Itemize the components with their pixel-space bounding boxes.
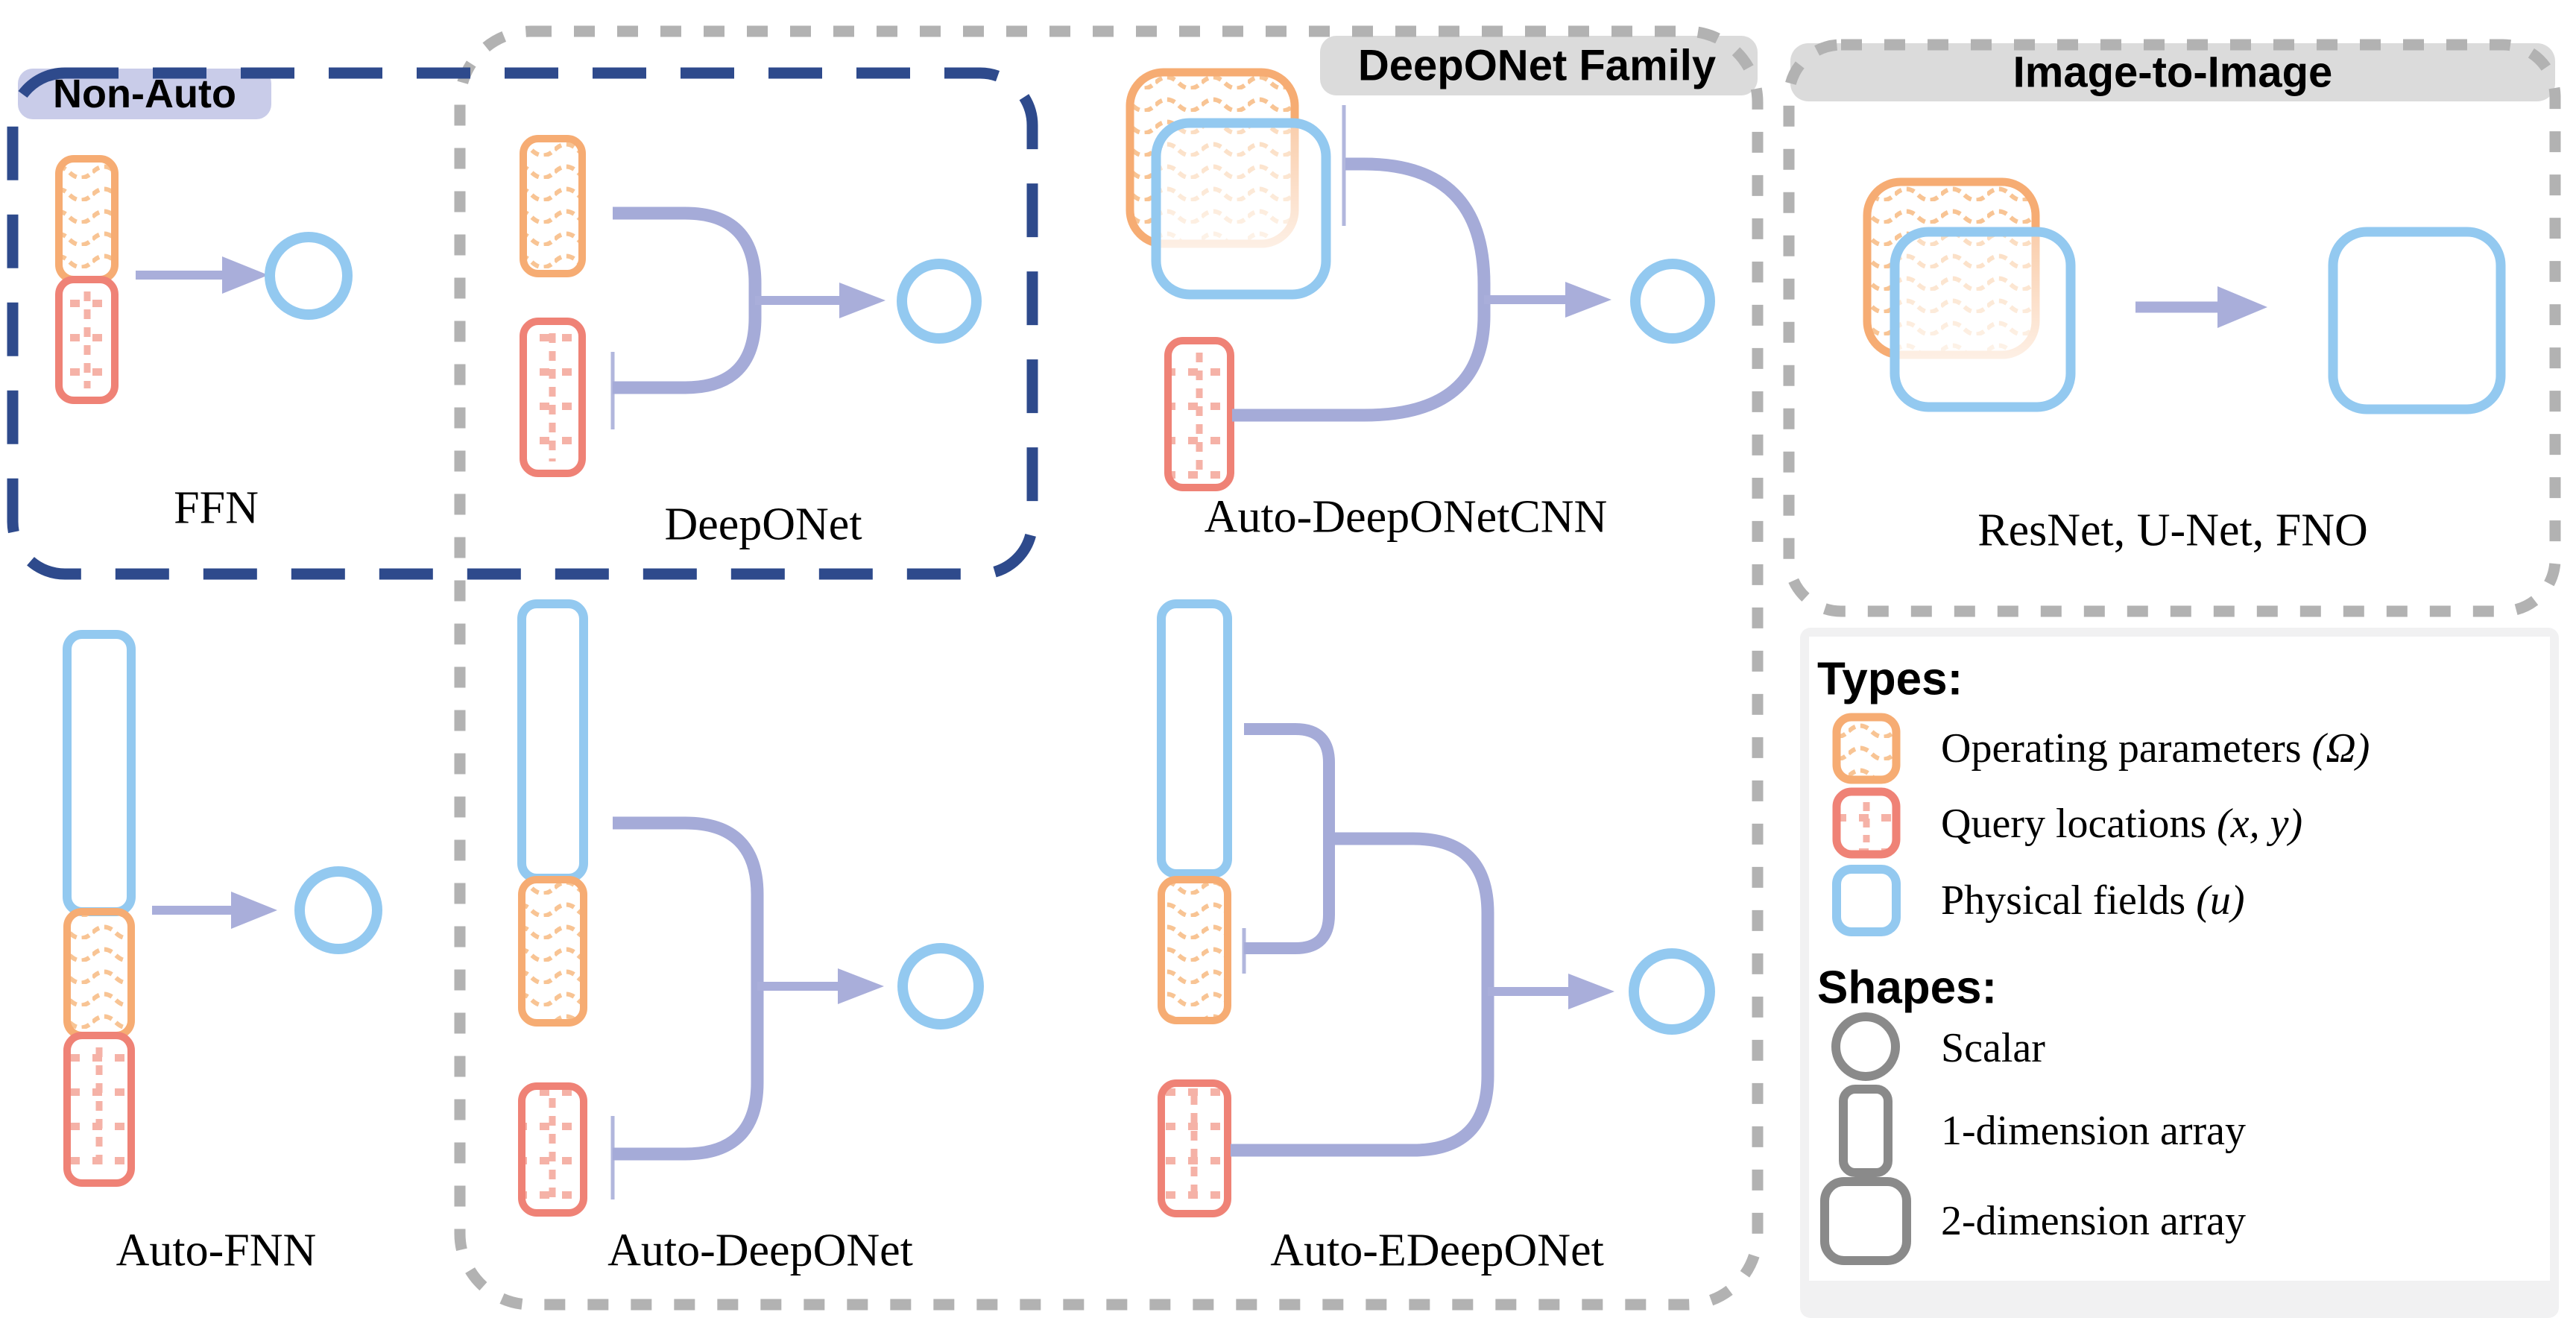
legend-physical-fields-symbol: (u) bbox=[2196, 877, 2245, 924]
image-to-image-label: Image-to-Image bbox=[2012, 48, 2333, 97]
auto-deeponet-physical-fields-rect bbox=[517, 599, 588, 883]
i2i-output-physical-fields-square bbox=[2328, 227, 2506, 414]
resnet-unet-fno-label: ResNet, U-Net, FNO bbox=[1977, 505, 2368, 556]
legend-scalar-label: Scalar bbox=[1941, 1025, 2045, 1071]
cnn-merge-top bbox=[1345, 157, 1491, 300]
i2i-input-physical-fields-square bbox=[1890, 227, 2076, 412]
deeponet-family-box bbox=[454, 25, 1764, 1311]
ffn-query-locations-rect bbox=[55, 276, 119, 404]
auto-deeponet-panel bbox=[517, 599, 984, 1217]
auto-deeponetcnn-panel bbox=[1126, 68, 1715, 491]
legend-query-locations-label: Query locations (x, y) bbox=[1941, 800, 2302, 848]
deeponet-family-label: DeepONet Family bbox=[1357, 41, 1717, 90]
legend-operating-parameters-label: Operating parameters (Ω) bbox=[1941, 725, 2370, 772]
cnn-scalar-circle bbox=[1630, 259, 1715, 344]
deeponet-family-label-bg bbox=[1320, 36, 1758, 95]
cnn-arrow-head bbox=[1565, 282, 1611, 318]
legend-query-locations-symbol: (x, y) bbox=[2217, 801, 2303, 847]
legend-query-locations-text: Query locations bbox=[1941, 801, 2217, 847]
deeponet-merge-top bbox=[613, 206, 762, 300]
auto-edeeponet-inner-merge-bottom bbox=[1244, 839, 1335, 954]
i2i-arrow-head bbox=[2217, 286, 2267, 328]
image-to-image-panel bbox=[1863, 177, 2506, 414]
legend-2d-array-rect bbox=[1820, 1177, 1911, 1265]
deeponet-panel bbox=[520, 135, 982, 477]
deeponet-scalar-circle bbox=[897, 259, 982, 344]
ffn-scalar-circle bbox=[265, 232, 353, 320]
auto-deeponet-query-locations-rect bbox=[518, 1082, 587, 1217]
image-to-image-label-bg bbox=[1790, 43, 2555, 101]
auto-edeeponet-label: Auto-EDeepONet bbox=[1270, 1225, 1604, 1276]
auto-deeponet-operating-parameters-rect bbox=[518, 876, 587, 1027]
auto-edeeponet-inner-merge-top bbox=[1244, 723, 1335, 839]
deeponet-merge-bottom bbox=[613, 300, 762, 394]
auto-edeeponet-arrow-head bbox=[1568, 974, 1614, 1009]
auto-edeeponet-query-locations-rect bbox=[1158, 1079, 1231, 1217]
deeponet-arrow-head bbox=[839, 283, 886, 318]
legend-1d-array-rect bbox=[1839, 1085, 1892, 1177]
legend-1d-array-label: 1-dimension array bbox=[1941, 1108, 2246, 1154]
ffn-operating-parameters-rect bbox=[55, 155, 119, 283]
legend-physical-fields-text: Physical fields bbox=[1941, 877, 2197, 924]
auto-fnn-operating-parameters-rect bbox=[63, 908, 135, 1039]
legend-swatches bbox=[1820, 713, 1911, 1265]
non-auto-label-bg bbox=[18, 69, 271, 119]
legend-panel bbox=[1809, 637, 2550, 1281]
non-auto-label: Non-Auto bbox=[53, 72, 236, 116]
deeponet-query-locations-rect bbox=[520, 318, 586, 477]
auto-edeeponet-outer-merge-bottom bbox=[1231, 991, 1494, 1157]
ffn-arrow-head bbox=[222, 256, 268, 294]
deeponet-label: DeepONet bbox=[664, 499, 862, 550]
legend-physical-fields-swatch bbox=[1832, 865, 1901, 936]
cnn-merge-bottom bbox=[1232, 300, 1491, 422]
auto-fnn-physical-fields-rect bbox=[63, 630, 136, 916]
auto-deeponet-merge-top bbox=[613, 816, 764, 986]
auto-fnn-arrow-head bbox=[231, 892, 277, 929]
auto-deeponetcnn-label: Auto-DeepONetCNN bbox=[1204, 491, 1608, 543]
auto-fnn-scalar-circle bbox=[294, 866, 382, 954]
legend-operating-parameters-text: Operating parameters bbox=[1941, 725, 2312, 772]
cnn-physical-fields-square bbox=[1151, 118, 1331, 300]
ffn-label: FFN bbox=[174, 482, 259, 534]
auto-deeponet-merge-bottom bbox=[613, 986, 764, 1161]
auto-edeeponet-outer-merge-top bbox=[1329, 832, 1494, 991]
legend-scalar-circle bbox=[1831, 1012, 1900, 1081]
legend-operating-parameters-swatch bbox=[1832, 713, 1901, 784]
auto-edeeponet-operating-parameters-rect bbox=[1158, 876, 1231, 1024]
auto-fnn-label: Auto-FNN bbox=[116, 1225, 317, 1276]
legend-physical-fields-label: Physical fields (u) bbox=[1941, 877, 2244, 924]
legend-operating-parameters-symbol: (Ω) bbox=[2311, 725, 2370, 772]
legend-2d-array-label: 2-dimension array bbox=[1941, 1198, 2246, 1244]
auto-edeeponet-scalar-circle bbox=[1629, 948, 1715, 1035]
deeponet-operating-parameters-rect bbox=[520, 135, 586, 277]
auto-deeponet-scalar-circle bbox=[897, 943, 984, 1030]
auto-edeeponet-physical-fields-rect bbox=[1157, 599, 1232, 878]
auto-deeponet-label: Auto-DeepONet bbox=[607, 1225, 913, 1276]
auto-deeponet-arrow-head bbox=[838, 968, 884, 1004]
auto-fnn-panel bbox=[63, 630, 382, 1187]
ffn-panel bbox=[55, 155, 353, 404]
non-auto-box bbox=[7, 67, 1038, 580]
image-to-image-box bbox=[1783, 39, 2561, 617]
legend-shapes-title: Shapes: bbox=[1817, 962, 1998, 1014]
legend-types-title: Types: bbox=[1817, 653, 1963, 705]
auto-edeeponet-panel bbox=[1157, 599, 1715, 1217]
